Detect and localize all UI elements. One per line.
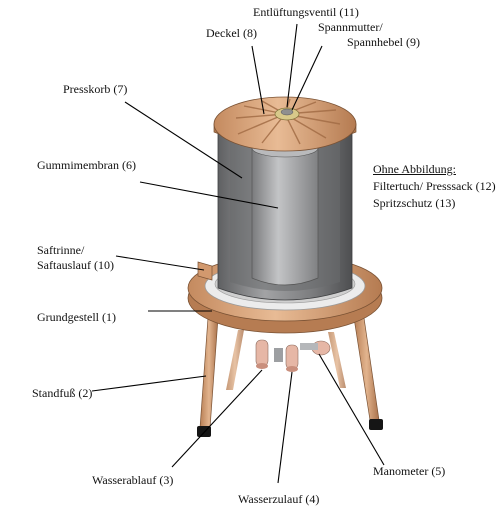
leader-lines bbox=[91, 23, 385, 484]
standfuss-legs bbox=[197, 317, 383, 437]
leader-spannmutter bbox=[291, 45, 323, 111]
label-saftrinne-line2: Saftauslauf (10) bbox=[37, 258, 114, 272]
note-heading: Ohne Abbildung: bbox=[373, 162, 456, 176]
label-wasserzulauf: Wasserzulauf (4) bbox=[238, 492, 320, 506]
leader-entlueftungsventil bbox=[286, 23, 298, 108]
leader-standfuss bbox=[91, 375, 207, 392]
leader-wasserablauf bbox=[171, 369, 263, 468]
label-presskorb: Presskorb (7) bbox=[63, 82, 128, 96]
leader-saftrinne bbox=[115, 255, 205, 271]
presskorb bbox=[217, 129, 353, 301]
leader-wasserzulauf bbox=[277, 371, 293, 484]
label-gummimembran: Gummimembran (6) bbox=[37, 158, 136, 172]
leader-deckel bbox=[251, 45, 265, 115]
leader-manometer bbox=[318, 353, 385, 466]
leader-gummimembran bbox=[139, 181, 279, 209]
fittings bbox=[255, 339, 331, 372]
label-saftrinne-line1: Saftrinne/ bbox=[37, 243, 85, 257]
label-spannmutter-line2: Spannhebel (9) bbox=[347, 35, 420, 49]
note-line-spritzschutz: Spritzschutz (13) bbox=[373, 196, 456, 210]
leader-presskorb bbox=[124, 101, 243, 179]
note-line-filtertuch: Filtertuch/ Presssack (12) bbox=[373, 179, 496, 193]
label-entlueftungsventil: Entlüftungsventil (11) bbox=[253, 5, 359, 19]
label-deckel: Deckel (8) bbox=[206, 26, 257, 40]
ohne-abbildung-note: Ohne Abbildung: Filtertuch/ Presssack (1… bbox=[373, 161, 496, 212]
label-manometer: Manometer (5) bbox=[373, 464, 446, 478]
label-grundgestell: Grundgestell (1) bbox=[37, 310, 116, 324]
deckel bbox=[213, 96, 357, 152]
label-standfuss: Standfuß (2) bbox=[32, 386, 93, 400]
label-wasserablauf: Wasserablauf (3) bbox=[92, 473, 174, 487]
label-spannmutter-line1: Spannmutter/ bbox=[318, 20, 383, 34]
